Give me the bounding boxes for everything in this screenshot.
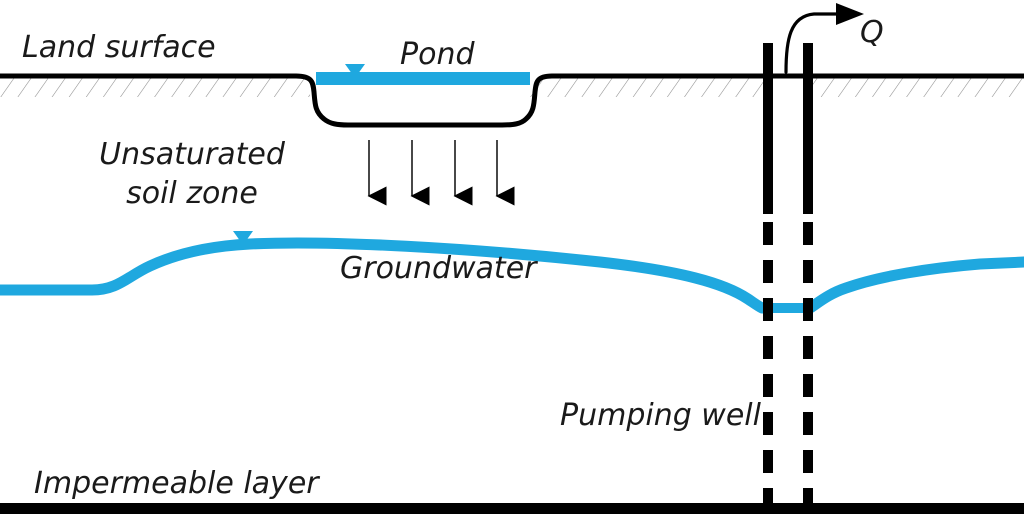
discharge-arrowhead [836, 3, 864, 25]
water-table-left-of-well [0, 237, 768, 314]
land-surface-and-pond-basin [0, 73, 1024, 128]
pond-water-surface [316, 72, 530, 85]
label-pond: Pond [400, 37, 475, 72]
pond-water [316, 72, 530, 85]
groundwater-table [0, 237, 1024, 314]
water-table-right-of-well [804, 256, 1024, 314]
well-water-level [762, 303, 810, 313]
label-discharge-q: Q [860, 15, 884, 50]
discharge-pipe-arrow [784, 3, 864, 74]
label-groundwater: Groundwater [340, 251, 538, 286]
label-pumping-well: Pumping well [560, 398, 762, 433]
pumping-well-casing [763, 43, 813, 512]
label-unsaturated-zone-line1: Unsaturated [99, 137, 286, 172]
land-surface-line [0, 73, 1024, 128]
label-impermeable-layer: Impermeable layer [34, 466, 320, 501]
label-land-surface: Land surface [22, 30, 216, 65]
well-casing-right-solid [803, 43, 813, 214]
infiltration-arrows [367, 140, 515, 206]
soil-hatching [0, 77, 1024, 97]
label-unsaturated-zone-line2: soil zone [126, 176, 258, 211]
well-casing-left-solid [763, 43, 773, 214]
pond-water-level-marker [345, 64, 365, 78]
groundwater-level-marker [233, 231, 253, 245]
impermeable-layer-bar [0, 503, 1024, 514]
